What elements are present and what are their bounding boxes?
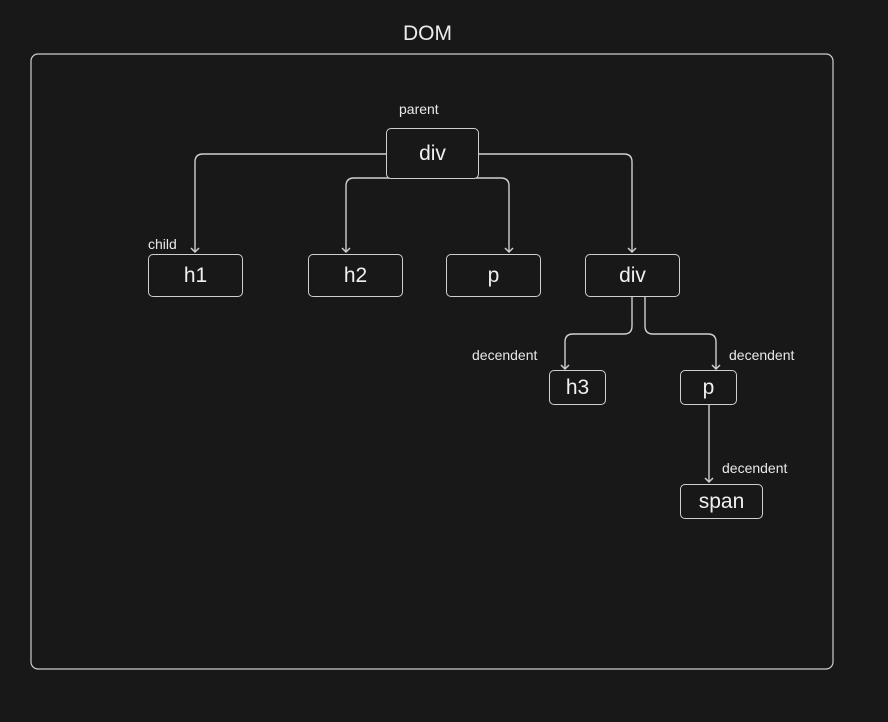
diagram-title: DOM bbox=[403, 22, 452, 45]
edge-div-to-div bbox=[479, 153, 637, 254]
node-h3: h3 bbox=[549, 370, 606, 405]
node-p-descendant: p bbox=[680, 370, 737, 405]
child-label: child bbox=[148, 236, 177, 252]
edge-div-to-h1 bbox=[190, 153, 386, 254]
parent-label: parent bbox=[399, 101, 439, 117]
dom-container-frame bbox=[30, 53, 834, 670]
node-h1: h1 bbox=[148, 254, 243, 297]
decendent-label-p: decendent bbox=[729, 347, 795, 363]
node-p: p bbox=[446, 254, 541, 297]
node-h2: h2 bbox=[308, 254, 403, 297]
edge-div-to-p-descendant bbox=[644, 297, 721, 371]
node-root-div: div bbox=[386, 128, 479, 179]
node-span: span bbox=[680, 484, 763, 519]
edge-div-to-h2 bbox=[341, 177, 414, 254]
decendent-label-span: decendent bbox=[722, 460, 788, 476]
decendent-label-h3: decendent bbox=[472, 347, 538, 363]
edge-div-to-h3 bbox=[560, 297, 633, 371]
node-div-child: div bbox=[585, 254, 680, 297]
edge-div-to-p bbox=[452, 177, 514, 254]
